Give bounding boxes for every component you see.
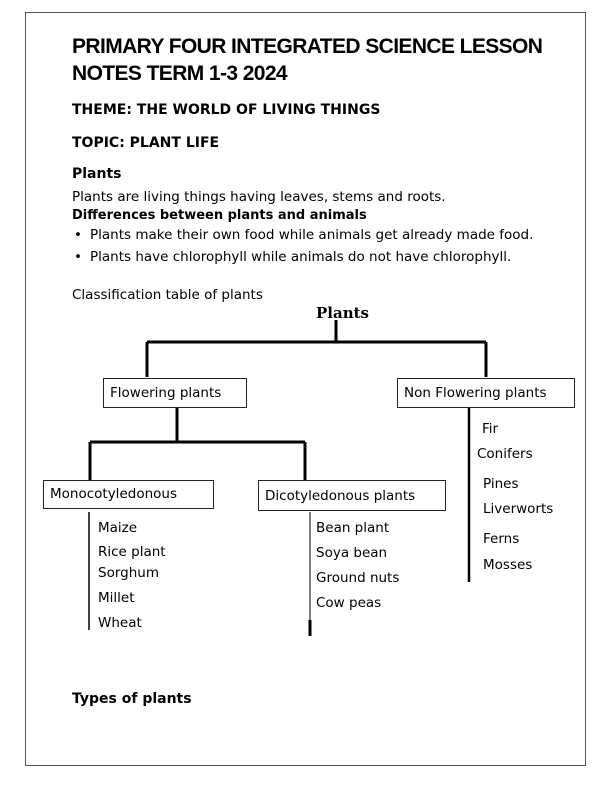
- plants-definition: Plants are living things having leaves, …: [72, 189, 446, 205]
- non-flowering-example: Ferns: [483, 531, 520, 547]
- non-flowering-example: Conifers: [477, 446, 533, 462]
- diagram-root-label: Plants: [316, 304, 369, 322]
- monocot-example: Millet: [98, 590, 135, 606]
- list-item: Plants have chlorophyll while animals do…: [72, 249, 577, 266]
- monocot-example: Rice plant: [98, 544, 166, 560]
- monocotyledonous-box: Monocotyledonous: [43, 480, 214, 509]
- monocot-example: Sorghum: [98, 565, 159, 581]
- dicot-example: Ground nuts: [316, 570, 400, 586]
- non-flowering-plants-box: Non Flowering plants: [397, 378, 575, 408]
- non-flowering-example: Liverworts: [483, 501, 554, 517]
- topic-heading: TOPIC: PLANT LIFE: [72, 135, 220, 151]
- non-flowering-example: Fir: [482, 421, 499, 437]
- list-item: Plants make their own food while animals…: [72, 227, 577, 244]
- page-border: [25, 12, 586, 766]
- theme-heading: THEME: THE WORLD OF LIVING THINGS: [72, 102, 381, 118]
- monocot-example: Maize: [98, 520, 138, 536]
- classification-caption: Classification table of plants: [72, 287, 263, 303]
- section-heading: Plants: [72, 166, 122, 182]
- differences-heading: Differences between plants and animals: [72, 208, 367, 223]
- flowering-plants-box: Flowering plants: [103, 378, 247, 408]
- non-flowering-example: Mosses: [483, 557, 533, 573]
- types-of-plants-heading: Types of plants: [72, 691, 192, 707]
- non-flowering-example: Pines: [483, 476, 519, 492]
- dicot-example: Cow peas: [316, 595, 382, 611]
- page-title: PRIMARY FOUR INTEGRATED SCIENCE LESSON N…: [72, 35, 543, 85]
- dicot-example: Bean plant: [316, 520, 390, 536]
- differences-list: Plants make their own food while animals…: [72, 227, 577, 271]
- dicot-example: Soya bean: [316, 545, 388, 561]
- dicotyledonous-box: Dicotyledonous plants: [258, 480, 446, 511]
- monocot-example: Wheat: [98, 615, 142, 631]
